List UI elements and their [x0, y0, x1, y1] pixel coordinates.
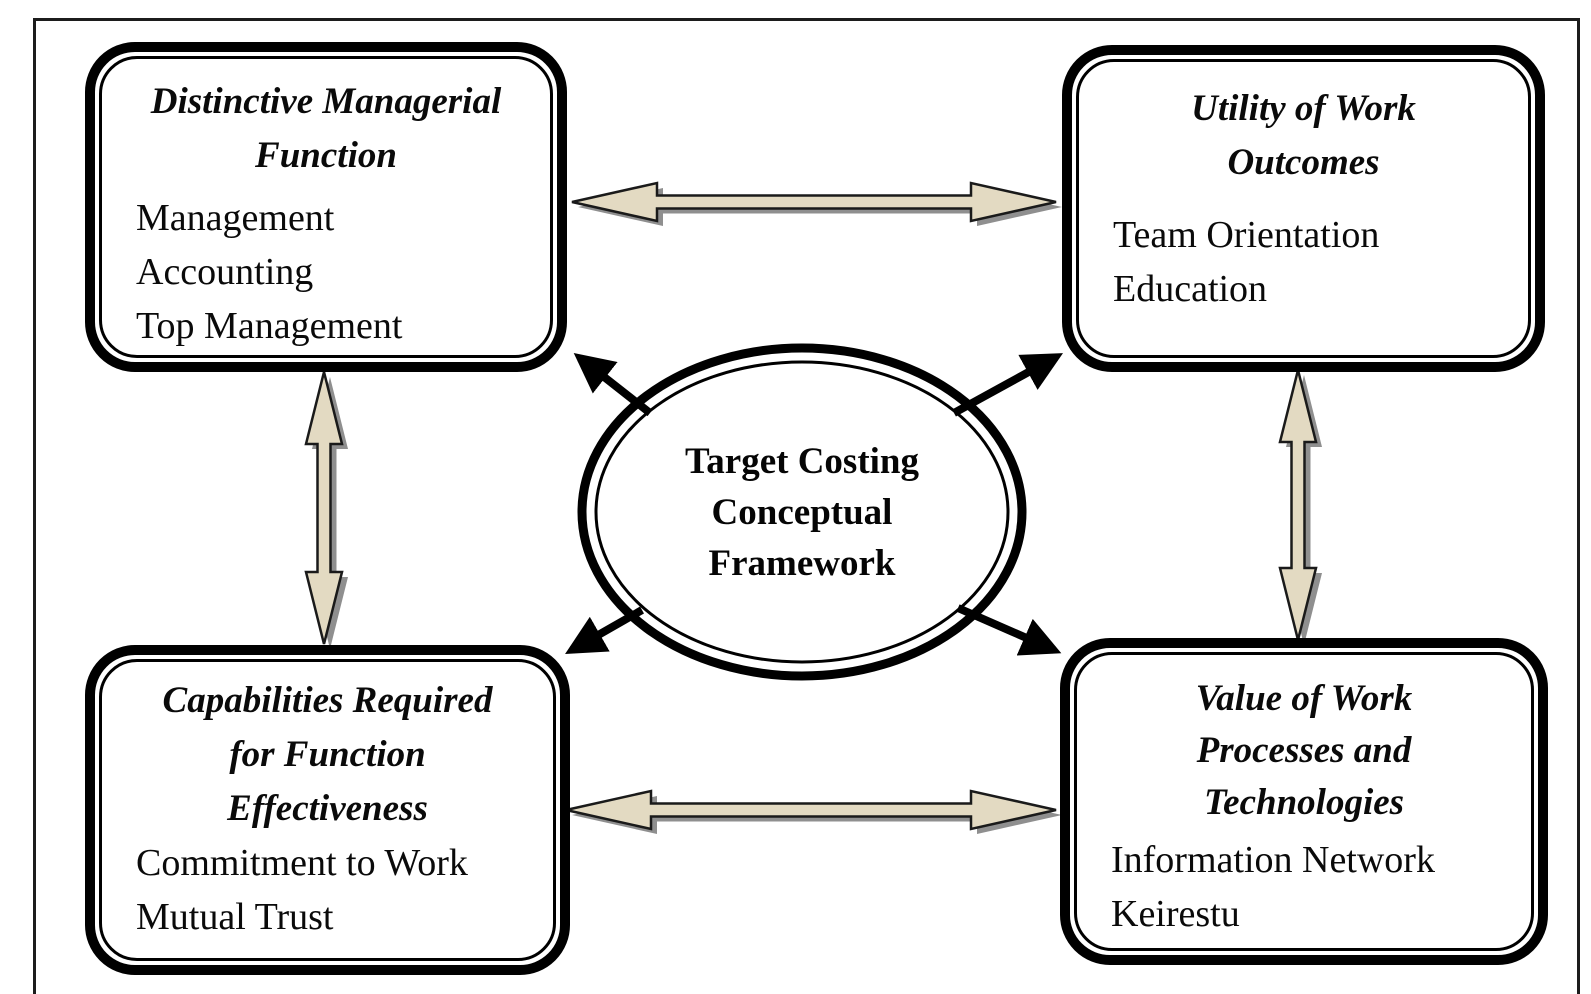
box-item: Mutual Trust	[136, 896, 334, 938]
center-label-line: Conceptual	[711, 492, 893, 533]
box-distinctive-managerial-function: Distinctive Managerial Function Manageme…	[85, 42, 567, 372]
center-ellipse-inner-ring	[594, 360, 1010, 664]
box-item: Management	[136, 197, 335, 239]
box-inner-border: Value of Work Processes and Technologies…	[1074, 652, 1534, 951]
box-value-of-work-processes: Value of Work Processes and Technologies…	[1060, 638, 1548, 965]
center-ellipse-outer-ring	[577, 343, 1027, 681]
box-item-list: Team Orientation Education	[1079, 208, 1528, 316]
box-utility-of-work-outcomes: Utility of Work Outcomes Team Orientatio…	[1062, 45, 1545, 372]
box-item: Team Orientation	[1113, 214, 1380, 256]
box-item: Keirestu	[1111, 893, 1240, 935]
center-ellipse-label: Target Costing Conceptual Framework	[582, 436, 1022, 589]
center-label-line: Framework	[708, 543, 896, 584]
box-title-line: for Function	[229, 734, 426, 775]
box-title-line: Utility of Work	[1191, 88, 1416, 129]
double-arrow-top-icon	[571, 181, 1057, 223]
arrow-center-to-bottom-right-icon	[956, 604, 1062, 656]
box-title-line: Technologies	[1203, 782, 1405, 823]
box-title-line: Outcomes	[1227, 142, 1380, 183]
box-item-list: Management Accounting Top Management	[102, 191, 550, 353]
box-title-line: Value of Work	[1195, 678, 1413, 719]
box-inner-border: Capabilities Required for Function Effec…	[99, 659, 556, 961]
center-label-line: Target Costing	[685, 441, 919, 482]
double-arrow-bottom-icon	[565, 789, 1057, 831]
box-title-line: Processes and	[1196, 730, 1412, 771]
bidirectional-arrows	[304, 181, 1322, 834]
box-item: Accounting	[136, 251, 314, 293]
arrow-center-to-top-right-icon	[952, 353, 1064, 417]
box-title-line: Effectiveness	[227, 788, 428, 829]
box-capabilities-required: Capabilities Required for Function Effec…	[85, 645, 570, 975]
box-item-list: Information Network Keirestu	[1077, 833, 1531, 941]
box-item: Top Management	[136, 305, 403, 347]
box-inner-border: Distinctive Managerial Function Manageme…	[99, 56, 553, 358]
box-title: Utility of Work Outcomes	[1079, 82, 1528, 190]
box-inner-border: Utility of Work Outcomes Team Orientatio…	[1076, 59, 1531, 358]
arrow-center-to-top-left-icon	[573, 353, 653, 417]
box-title: Capabilities Required for Function Effec…	[102, 674, 553, 836]
double-arrow-left-icon	[304, 371, 344, 645]
arrow-center-to-bottom-left-icon	[565, 606, 644, 654]
box-item: Information Network	[1111, 839, 1435, 881]
center-to-boxes-arrows	[565, 353, 1064, 656]
box-item: Commitment to Work	[136, 842, 468, 884]
box-title: Value of Work Processes and Technologies	[1077, 673, 1531, 829]
page-border	[33, 18, 1580, 994]
box-item: Education	[1113, 268, 1268, 310]
box-title-line: Distinctive Managerial	[150, 81, 502, 122]
box-title-line: Function	[255, 135, 397, 176]
box-title: Distinctive Managerial Function	[102, 75, 550, 183]
box-title-line: Capabilities Required	[162, 680, 493, 721]
box-item-list: Commitment to Work Mutual Trust	[102, 836, 553, 944]
